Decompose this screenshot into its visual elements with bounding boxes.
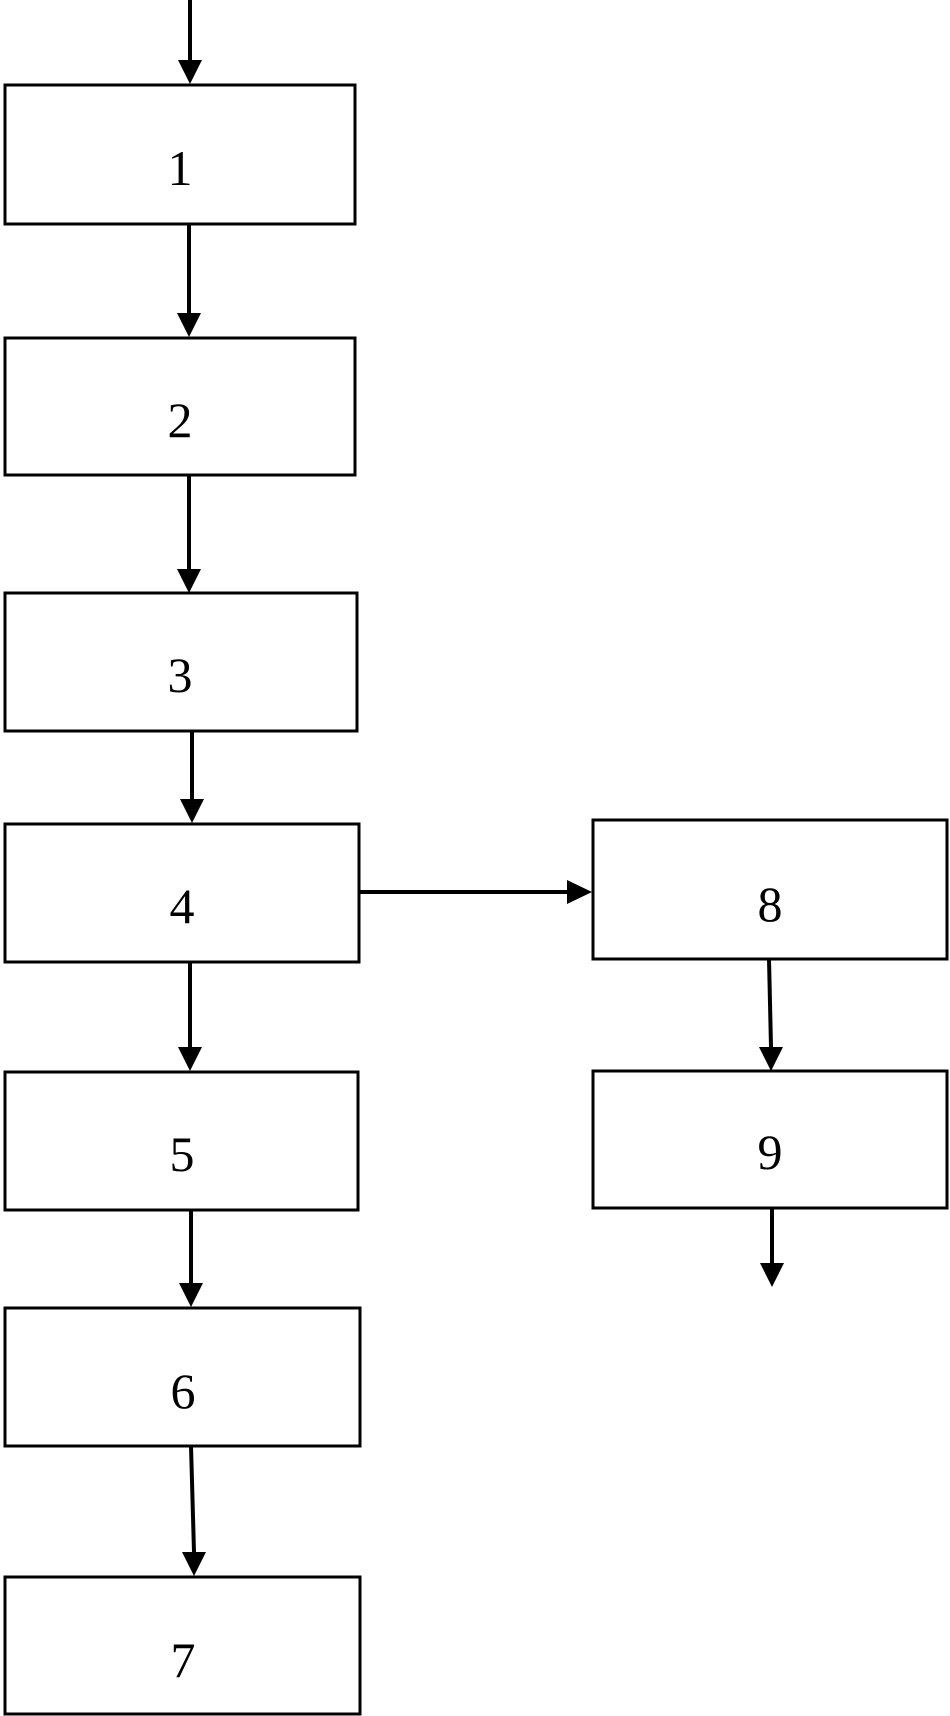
step-label: 2 bbox=[168, 392, 193, 448]
step-label: 1 bbox=[168, 140, 193, 196]
step-box bbox=[3, 1306, 362, 1448]
flow-step-2: 2 bbox=[3, 336, 357, 477]
arrow-4-to-5 bbox=[178, 962, 202, 1071]
step-label: 9 bbox=[758, 1124, 783, 1180]
step-box bbox=[3, 822, 361, 964]
flow-step-8: 8 bbox=[591, 818, 949, 961]
connectors bbox=[177, 0, 784, 1576]
flow-step-6: 6 bbox=[3, 1306, 362, 1448]
step-label: 4 bbox=[170, 878, 195, 934]
arrow-5-to-6 bbox=[179, 1210, 203, 1307]
flow-step-9: 9 bbox=[591, 1069, 949, 1210]
arrow-3-to-4 bbox=[180, 731, 204, 823]
step-label: 7 bbox=[171, 1632, 196, 1688]
step-box bbox=[3, 83, 357, 226]
step-label: 3 bbox=[168, 647, 193, 703]
flow-step-3: 3 bbox=[3, 591, 359, 733]
step-box bbox=[591, 1069, 949, 1210]
step-label: 5 bbox=[170, 1126, 195, 1182]
arrow-6-to-7 bbox=[182, 1445, 206, 1576]
arrow-4-to-8 bbox=[359, 880, 592, 904]
arrow-entry-to-1 bbox=[178, 0, 202, 84]
step-box bbox=[3, 336, 357, 477]
step-box bbox=[3, 591, 359, 733]
step-box bbox=[3, 1575, 362, 1716]
step-label: 8 bbox=[758, 876, 783, 932]
flow-step-1: 1 bbox=[3, 83, 357, 226]
step-label: 6 bbox=[171, 1363, 196, 1419]
flow-step-4: 4 bbox=[3, 822, 361, 964]
step-box bbox=[3, 1070, 360, 1212]
flow-step-7: 7 bbox=[3, 1575, 362, 1716]
arrow-8-to-9 bbox=[759, 958, 783, 1071]
flow-step-5: 5 bbox=[3, 1070, 360, 1212]
arrow-2-to-3 bbox=[177, 475, 201, 593]
arrow-1-to-2 bbox=[177, 224, 201, 337]
arrow-9-to-exit bbox=[760, 1208, 784, 1287]
step-box bbox=[591, 818, 949, 961]
